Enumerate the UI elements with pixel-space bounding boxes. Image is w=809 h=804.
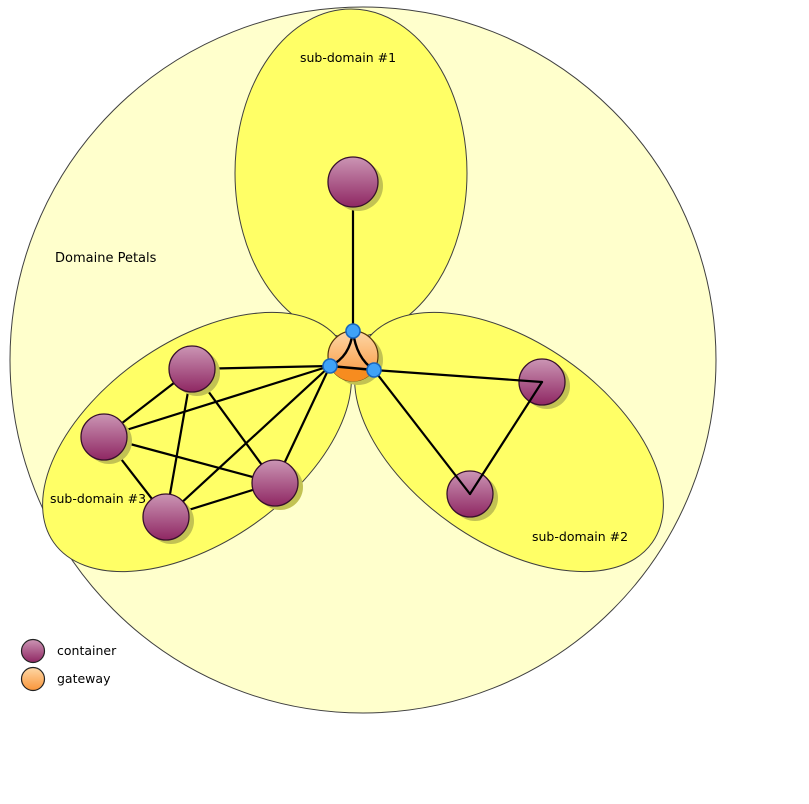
container-node-domain-3	[168, 345, 216, 393]
container-node-domain-3	[142, 493, 190, 541]
gateway-ports	[322, 323, 382, 378]
legend-gateway-swatch	[20, 666, 46, 692]
gateway-port-icon	[345, 323, 361, 339]
label-subdomain-3: sub-domain #3	[50, 491, 146, 506]
gateway-node	[327, 329, 379, 382]
edge-lines-over	[372, 368, 544, 496]
legend-container-swatch	[20, 638, 46, 664]
domain-label: Domaine Petals	[55, 251, 157, 266]
edge-line	[102, 435, 277, 485]
container-node-domain-1	[327, 156, 379, 208]
edge-line-over	[468, 380, 544, 496]
legend-container-label: container	[57, 643, 117, 658]
label-subdomain-2: sub-domain #2	[532, 529, 628, 544]
edge-line	[164, 364, 332, 519]
label-subdomain-1: sub-domain #1	[300, 50, 396, 65]
container-node-domain-3	[251, 459, 299, 507]
edge-line-over	[372, 368, 472, 496]
legend-gateway-label: gateway	[57, 671, 111, 686]
edge-line-over	[372, 368, 544, 384]
legend: container gateway	[20, 638, 117, 692]
gateway-port-icon	[322, 358, 338, 374]
gateway-port-icon	[366, 362, 382, 378]
container-node-domain-3	[80, 413, 128, 461]
container-nodes	[80, 156, 566, 541]
